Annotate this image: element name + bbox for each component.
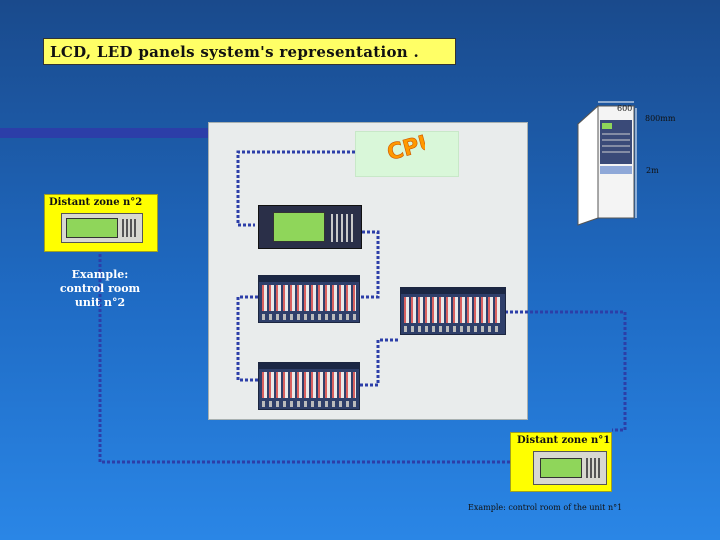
main-lcd-unit — [258, 205, 362, 249]
cpu-label-graphic: CPU — [384, 129, 425, 166]
zone2-keypad-icon — [122, 219, 138, 237]
zone2-lcd-screen — [66, 218, 118, 238]
link-unit-to-rack1 — [360, 230, 380, 299]
page-title: LCD, LED panels system's representation … — [43, 38, 456, 65]
link-rack1-to-rack2 — [236, 295, 258, 382]
zone2-example-text: Example: control room unit n°2 — [59, 268, 141, 309]
main-keypad-icon — [331, 214, 353, 242]
led-rack-1 — [258, 275, 360, 323]
cabinet-width-label: 600 — [617, 104, 633, 113]
cpu-box — [355, 131, 459, 177]
accent-bar — [0, 128, 210, 138]
cabinet-illustration — [576, 101, 637, 226]
cabinet-height-label: 2m — [646, 166, 659, 175]
link-rack3-to-zone1 — [505, 310, 627, 432]
led-rack-2 — [258, 362, 360, 410]
link-zone1-to-zone2 — [98, 250, 510, 464]
rack2-led-strip — [262, 372, 356, 398]
zone1-example-text: Example: control room of the unit n°1 — [468, 503, 623, 512]
page-title-text: LCD, LED panels system's representation … — [50, 42, 420, 61]
rack3-led-strip — [404, 297, 502, 323]
link-rack2-to-rack3 — [360, 338, 398, 387]
distant-zone-2: Distant zone n°2 — [44, 194, 158, 252]
zone1-lcd-screen — [540, 458, 582, 478]
zone2-title: Distant zone n°2 — [49, 197, 143, 208]
zone1-keypad-icon — [586, 458, 602, 478]
rack1-led-strip — [262, 285, 356, 311]
zone1-title: Distant zone n°1 — [517, 435, 611, 446]
zone1-lcd-unit — [533, 451, 607, 485]
led-rack-3 — [400, 287, 506, 335]
distant-zone-1: Distant zone n°1 — [510, 432, 612, 492]
main-lcd-screen — [273, 212, 325, 242]
cabinet-depth-label: 800mm — [645, 114, 676, 123]
zone2-lcd-unit — [61, 213, 143, 243]
